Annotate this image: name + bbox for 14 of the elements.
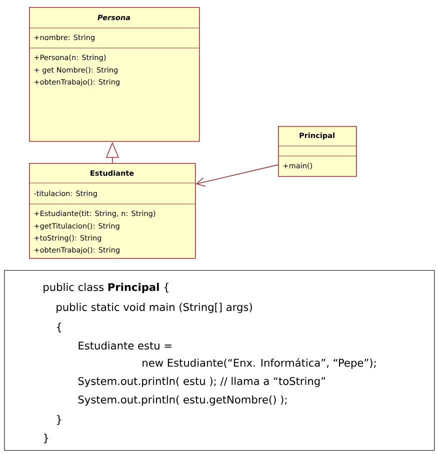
class-box [278, 126, 357, 177]
code-line: System.out.println( estu.getNombre() ); [78, 395, 287, 406]
code-line: public class Principal { [44, 282, 168, 294]
code-line: } [44, 434, 48, 444]
class-box [28, 7, 200, 142]
code-line: { [57, 322, 62, 332]
class-box [28, 163, 196, 259]
code-line: } [57, 415, 62, 425]
code-line: Estudiante estu = [78, 341, 172, 350]
code-line: new Estudiante(“Enx. Informática”, “Pepe”); [142, 358, 376, 369]
code-line: System.out.println( estu ); // llama a “toString” [78, 376, 326, 388]
code-line: public static void main (String[] args) [56, 302, 252, 314]
code-box [4, 270, 435, 451]
association-arrow [196, 164, 278, 187]
